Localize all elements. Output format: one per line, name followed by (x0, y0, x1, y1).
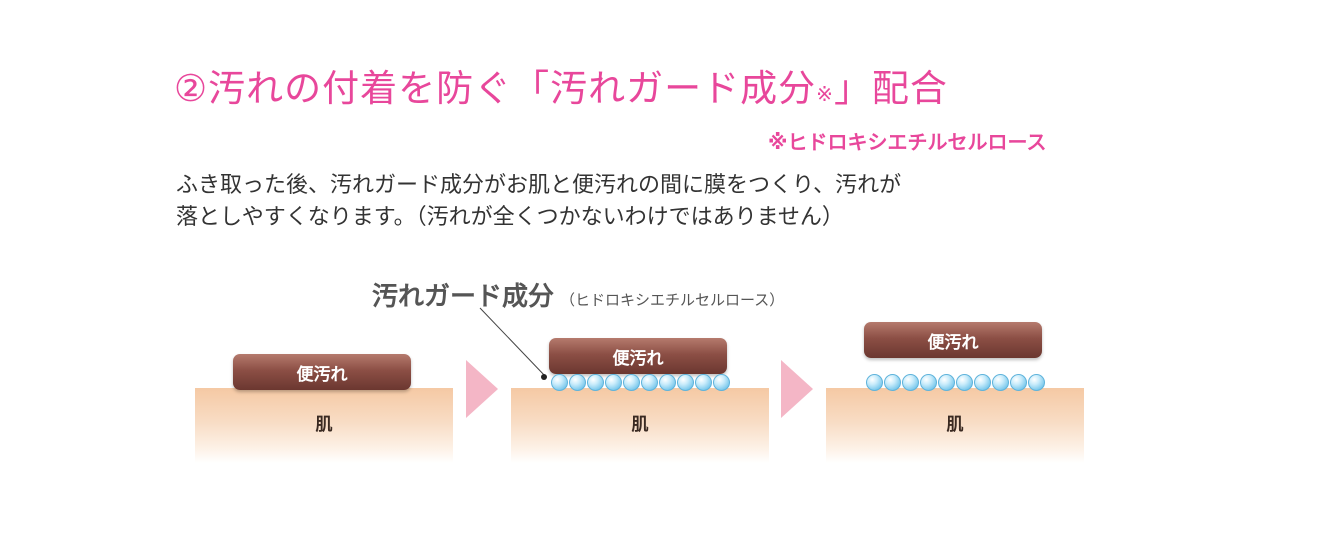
arrow-right-icon (781, 360, 813, 418)
guard-bead (1010, 374, 1027, 391)
guard-bead (587, 374, 604, 391)
diagram-label-sub: （ヒドロキシエチルセルロース） (560, 291, 785, 309)
guard-bead-layer (866, 374, 1046, 391)
guard-bead-layer (551, 374, 731, 391)
guard-bead (551, 374, 568, 391)
guard-bead (866, 374, 883, 391)
arrow-right-icon (466, 360, 498, 418)
guard-bead (713, 374, 730, 391)
stool-label: 便汚れ (612, 348, 664, 369)
skin-label: 肌 (946, 415, 964, 435)
title-main: ②汚れの付着を防ぐ「汚れガード成分 (174, 67, 817, 110)
guard-bead (884, 374, 901, 391)
stool-block: 便汚れ (549, 338, 727, 374)
guard-bead (623, 374, 640, 391)
leader-dot (541, 374, 547, 380)
title-suffix: 」配合 (833, 67, 948, 110)
guard-bead (938, 374, 955, 391)
guard-bead (641, 374, 658, 391)
title-note-mark: ※ (816, 82, 834, 106)
stool-label: 便汚れ (296, 364, 348, 385)
skin-label: 肌 (631, 415, 649, 435)
guard-bead (605, 374, 622, 391)
guard-bead (992, 374, 1009, 391)
description-line-2: 落としやすくなります。（汚れが全くつかないわけではありません） (176, 205, 844, 230)
skin-layer (826, 388, 1084, 463)
diagram-label: 汚れガード成分 （ヒドロキシエチルセルロース） (372, 276, 784, 313)
diagram-label-main: 汚れガード成分 (372, 282, 555, 312)
stool-label: 便汚れ (927, 332, 979, 353)
guard-bead (956, 374, 973, 391)
skin-label: 肌 (315, 415, 333, 435)
stool-block: 便汚れ (233, 354, 411, 390)
guard-bead (1028, 374, 1045, 391)
guard-bead (569, 374, 586, 391)
guard-bead (677, 374, 694, 391)
guard-bead (920, 374, 937, 391)
diagram-panel-after: 肌 便汚れ (826, 300, 1084, 470)
page-title: ②汚れの付着を防ぐ「汚れガード成分※」配合 (174, 58, 948, 112)
skin-layer (511, 388, 769, 463)
diagram-panel-guard: 肌 便汚れ (511, 300, 769, 470)
description-line-1: ふき取った後、汚れガード成分がお肌と便汚れの間に膜をつくり、汚れが (176, 173, 902, 198)
stool-block: 便汚れ (864, 322, 1042, 358)
diagram-panel-before: 肌 便汚れ (195, 300, 453, 470)
guard-bead (695, 374, 712, 391)
guard-bead (659, 374, 676, 391)
guard-bead (974, 374, 991, 391)
description: ふき取った後、汚れガード成分がお肌と便汚れの間に膜をつくり、汚れが 落としやすく… (176, 170, 901, 234)
skin-layer (195, 388, 453, 463)
guard-bead (902, 374, 919, 391)
ingredient-note: ※ヒドロキシエチルセルロース (768, 130, 1047, 154)
